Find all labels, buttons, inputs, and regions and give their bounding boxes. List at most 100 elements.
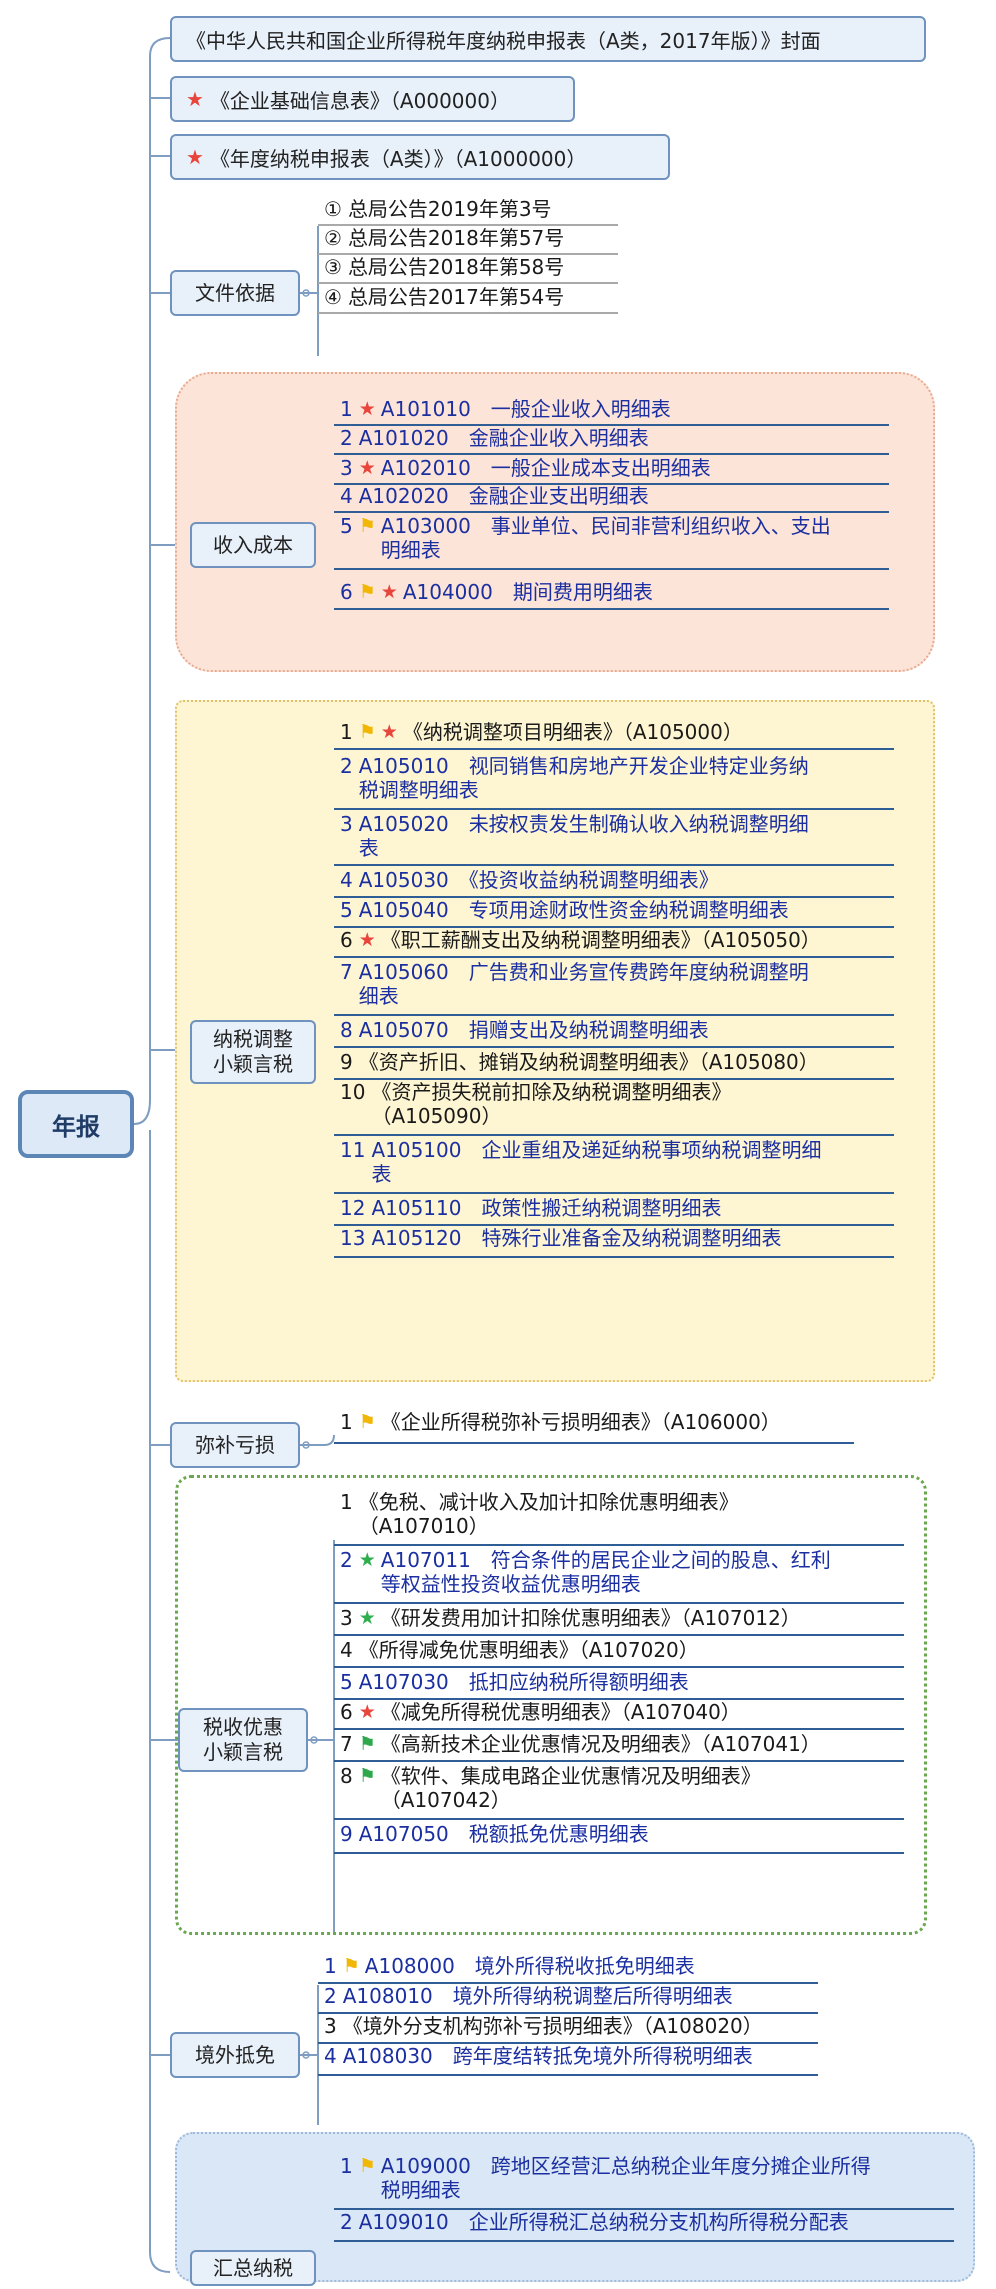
root-label: 年报 xyxy=(52,1112,100,1141)
category-label: 税收优惠 小颖言税 xyxy=(203,1715,283,1764)
leaf-item[interactable]: 3★A102010 一般企业成本支出明细表 xyxy=(334,456,889,485)
item-text: A108010 境外所得纳税调整后所得明细表 xyxy=(342,1984,733,2008)
item-number: 7 xyxy=(340,1732,353,1756)
leaf-item[interactable]: 1⚑A109000 跨地区经营汇总纳税企业年度分摊企业所得 税明细表 xyxy=(334,2154,954,2210)
item-text: A109000 跨地区经营汇总纳税企业年度分摊企业所得 税明细表 xyxy=(380,2154,871,2202)
flag-icon: ⚑ xyxy=(358,1733,376,1755)
item-number: 6 xyxy=(340,580,353,604)
item-text: A105100 企业重组及递延纳税事项纳税调整明细 表 xyxy=(371,1138,822,1186)
node-annual-return-label: 《年度纳税申报表（A类）》（A1000000） xyxy=(209,146,587,171)
node-basic-info[interactable]: ★ 《企业基础信息表》（A000000） xyxy=(170,76,575,122)
item-text: A105060 广告费和业务宣传费跨年度纳税调整明 细表 xyxy=(358,960,809,1008)
item-number: ① xyxy=(324,197,342,221)
item-number: 5 xyxy=(340,898,353,922)
item-number: 1 xyxy=(340,397,353,421)
item-text: A105040 专项用途财政性资金纳税调整明细表 xyxy=(358,898,789,922)
star-icon: ★ xyxy=(358,457,376,479)
item-number: 1 xyxy=(340,2154,353,2178)
leaf-item[interactable]: 4《所得减免优惠明细表》（A107020） xyxy=(334,1638,904,1668)
leaf-item[interactable]: 5⚑A103000 事业单位、民间非营利组织收入、支出 明细表 xyxy=(334,514,889,570)
category-foreign-credit[interactable]: 境外抵免 xyxy=(170,2032,300,2078)
category-label: 境外抵免 xyxy=(195,2042,275,2067)
item-text: A101010 一般企业收入明细表 xyxy=(380,397,671,421)
category-income-cost[interactable]: 收入成本 xyxy=(190,522,316,568)
flag-icon: ⚑ xyxy=(342,1955,360,1977)
node-cover[interactable]: 《中华人民共和国企业所得税年度纳税申报表（A类，2017年版）》封面 xyxy=(170,16,926,62)
item-text: A107050 税额抵免优惠明细表 xyxy=(358,1822,649,1846)
group-tax-preference-bg xyxy=(175,1475,927,1935)
leaf-item[interactable]: 1⚑A108000 境外所得税收抵免明细表 xyxy=(318,1954,818,1984)
item-number: 9 xyxy=(340,1822,353,1846)
leaf-item[interactable]: 6★《减免所得税优惠明细表》（A107040） xyxy=(334,1700,904,1730)
item-text: 《软件、集成电路企业优惠情况及明细表》 （A107042） xyxy=(380,1764,761,1812)
star-icon: ★ xyxy=(358,1549,376,1571)
leaf-item[interactable]: 1⚑★《纳税调整项目明细表》（A105000） xyxy=(334,720,894,750)
star-icon: ★ xyxy=(186,145,204,169)
leaf-item[interactable]: 6⚑★A104000 期间费用明细表 xyxy=(334,580,889,610)
leaf-item[interactable]: 2★A107011 符合条件的居民企业之间的股息、红利 等权益性投资收益优惠明细… xyxy=(334,1548,904,1604)
item-text: 《资产损失税前扣除及纳税调整明细表》 （A105090） xyxy=(371,1080,732,1128)
item-number: 2 xyxy=(340,754,353,778)
category-tax-preference[interactable]: 税收优惠 小颖言税 xyxy=(178,1708,308,1772)
item-text: 总局公告2019年第3号 xyxy=(347,197,552,221)
flag-icon: ⚑ xyxy=(358,2155,376,2177)
star-icon: ★ xyxy=(358,1701,376,1723)
item-text: A108030 跨年度结转抵免境外所得税明细表 xyxy=(342,2044,753,2068)
leaf-item[interactable]: 3《境外分支机构弥补亏损明细表》（A108020） xyxy=(318,2014,818,2044)
item-text: 《高新技术企业优惠情况及明细表》（A107041） xyxy=(380,1732,821,1756)
star-icon: ★ xyxy=(358,398,376,420)
item-number: ④ xyxy=(324,285,342,309)
item-number: 10 xyxy=(340,1080,366,1104)
category-basis[interactable]: 文件依据 xyxy=(170,270,300,316)
leaf-item[interactable]: 1《免税、减计收入及加计扣除优惠明细表》 （A107010） xyxy=(334,1490,904,1546)
root-node[interactable]: 年报 xyxy=(18,1090,134,1158)
leaf-item[interactable]: 1⚑《企业所得税弥补亏损明细表》（A106000） xyxy=(334,1410,854,1444)
category-summary-tax[interactable]: 汇总纳税 xyxy=(190,2250,316,2286)
item-text: 《职工薪酬支出及纳税调整明细表》（A105050） xyxy=(380,928,821,952)
leaf-item[interactable]: 6★《职工薪酬支出及纳税调整明细表》（A105050） xyxy=(334,928,894,958)
item-text: A102020 金融企业支出明细表 xyxy=(358,484,649,508)
leaf-item[interactable]: 9《资产折旧、摊销及纳税调整明细表》（A105080） xyxy=(334,1050,894,1080)
category-label: 文件依据 xyxy=(195,280,275,305)
item-number: 7 xyxy=(340,960,353,984)
item-text: A105020 未按权责发生制确认收入纳税调整明细 表 xyxy=(358,812,809,860)
leaf-item[interactable]: 7⚑《高新技术企业优惠情况及明细表》（A107041） xyxy=(334,1732,904,1762)
category-loss-offset[interactable]: 弥补亏损 xyxy=(170,1422,300,1468)
leaf-item[interactable]: 8⚑《软件、集成电路企业优惠情况及明细表》 （A107042） xyxy=(334,1764,904,1820)
item-text: A105110 政策性搬迁纳税调整明细表 xyxy=(371,1196,722,1220)
item-text: A105120 特殊行业准备金及纳税调整明细表 xyxy=(371,1226,782,1250)
item-text: 《研发费用加计扣除优惠明细表》（A107012） xyxy=(380,1606,801,1630)
item-text: 总局公告2018年第58号 xyxy=(347,255,565,279)
flag-icon: ⚑ xyxy=(358,721,376,743)
item-text: 《免税、减计收入及加计扣除优惠明细表》 （A107010） xyxy=(358,1490,739,1538)
leaf-item[interactable]: 1★A101010 一般企业收入明细表 xyxy=(334,397,889,426)
category-tax-adjust[interactable]: 纳税调整 小颖言税 xyxy=(190,1020,316,1084)
leaf-item[interactable]: 3★《研发费用加计扣除优惠明细表》（A107012） xyxy=(334,1606,904,1636)
category-label: 汇总纳税 xyxy=(213,2255,293,2280)
item-number: ② xyxy=(324,226,342,250)
category-label: 纳税调整 小颖言税 xyxy=(213,1027,293,1076)
item-number: ③ xyxy=(324,255,342,279)
node-annual-return[interactable]: ★ 《年度纳税申报表（A类）》（A1000000） xyxy=(170,134,670,180)
leaf-item[interactable]: 10《资产损失税前扣除及纳税调整明细表》 （A105090） xyxy=(334,1080,894,1136)
